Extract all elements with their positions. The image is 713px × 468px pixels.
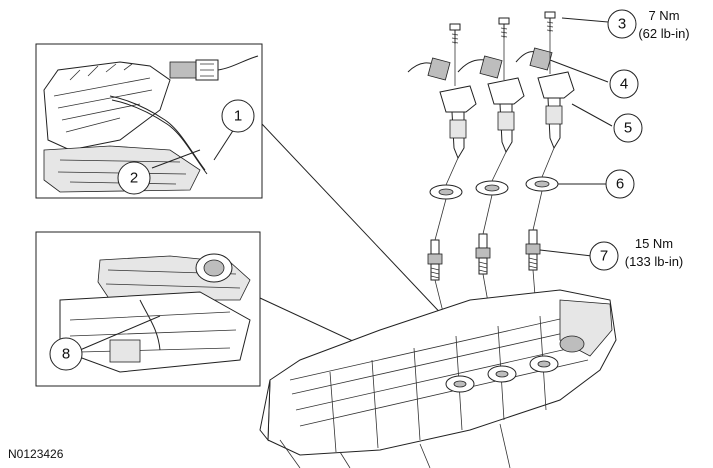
coil-bolts bbox=[449, 11, 556, 44]
leader-detail-1 bbox=[261, 123, 467, 341]
svg-text:6: 6 bbox=[616, 176, 624, 193]
svg-text:3: 3 bbox=[618, 16, 626, 33]
engine-cylinder-head bbox=[259, 289, 617, 468]
callout-4: 4 bbox=[609, 69, 639, 99]
detail-view-spark-plug-wire bbox=[35, 231, 261, 387]
callout-8: 8 bbox=[49, 337, 83, 371]
svg-text:1: 1 bbox=[234, 108, 242, 125]
callout-leaders bbox=[539, 17, 613, 257]
callout-5: 5 bbox=[613, 113, 643, 143]
callout-6: 6 bbox=[605, 169, 635, 199]
callout-3: 3 bbox=[607, 9, 637, 39]
svg-text:5: 5 bbox=[624, 120, 632, 137]
ignition-coils bbox=[439, 71, 575, 160]
svg-text:2: 2 bbox=[130, 170, 138, 187]
torque-plug-lbin: (133 lb-in) bbox=[625, 254, 684, 269]
spark-plugs bbox=[427, 229, 541, 281]
svg-text:4: 4 bbox=[620, 76, 628, 93]
torque-bolt-nm: 7 Nm bbox=[648, 8, 679, 23]
torque-plug-nm: 15 Nm bbox=[635, 236, 673, 251]
wiring-connectors bbox=[407, 47, 553, 81]
torque-bolt-lbin: (62 lb-in) bbox=[638, 26, 689, 41]
figure-id: N0123426 bbox=[8, 447, 64, 461]
coil-seals bbox=[429, 176, 559, 200]
callout-7: 7 bbox=[589, 241, 619, 271]
callout-2: 2 bbox=[117, 161, 151, 195]
callout-1: 1 bbox=[221, 99, 255, 133]
svg-text:8: 8 bbox=[62, 346, 70, 363]
svg-text:7: 7 bbox=[600, 248, 608, 265]
